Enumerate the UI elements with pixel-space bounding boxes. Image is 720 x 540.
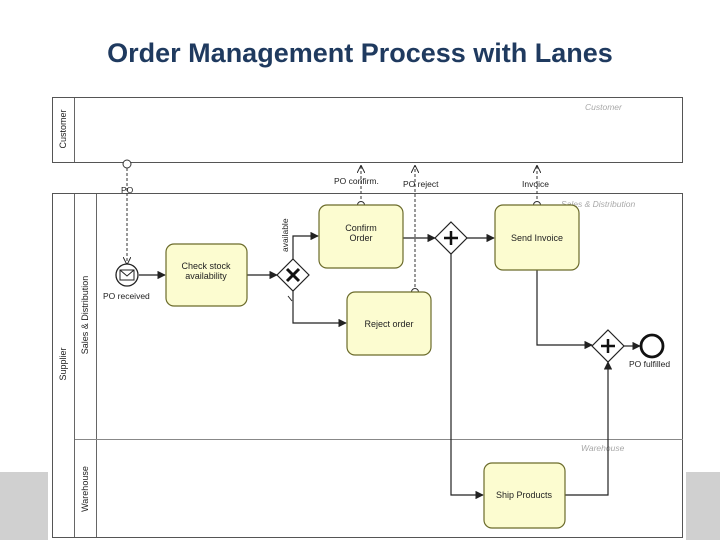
envelope-icon: [119, 269, 135, 281]
task-reject-order: [346, 291, 432, 356]
plus-icon: [444, 231, 458, 245]
x-icon: [285, 267, 301, 283]
slide-title: Order Management Process with Lanes: [107, 38, 613, 68]
sequence-flows: [139, 231, 641, 500]
message-label-po-reject: PO reject: [403, 179, 439, 189]
task-send-invoice: [494, 204, 580, 271]
message-label-po: PO: [121, 185, 134, 195]
flow-label-available: available: [280, 218, 290, 252]
sales-lane-ghost-label: Sales & Distribution: [561, 199, 636, 209]
end-event: [639, 333, 665, 359]
parallel-gateway-join: [591, 329, 625, 363]
footer-decoration-right: [686, 472, 720, 540]
exclusive-gateway: [276, 258, 310, 292]
task-ship-products-label: Ship Products: [496, 490, 553, 500]
task-confirm-order: [318, 204, 404, 269]
start-event-label: PO received: [103, 291, 150, 301]
lane-divider: [75, 439, 683, 440]
task-reject-order-label: Reject order: [364, 319, 413, 329]
task-check-stock: [165, 243, 248, 307]
plus-icon: [601, 339, 615, 353]
end-event-label: PO fulfilled: [629, 359, 670, 369]
task-ship-products: [483, 462, 566, 529]
message-label-po-confirm: PO confirm.: [334, 176, 379, 186]
customer-lane-ghost-label: Customer: [585, 102, 622, 112]
customer-pool: Customer Customer: [52, 97, 683, 163]
parallel-gateway-split: [434, 221, 468, 255]
message-flows: [127, 166, 537, 292]
default-flow-marker: [287, 295, 293, 302]
message-source-po: [122, 159, 132, 169]
task-send-invoice-label: Send Invoice: [511, 233, 563, 243]
footer-decoration-left: [0, 472, 48, 540]
warehouse-lane-ghost-label: Warehouse: [581, 443, 625, 453]
message-label-invoice: Invoice: [522, 179, 549, 189]
